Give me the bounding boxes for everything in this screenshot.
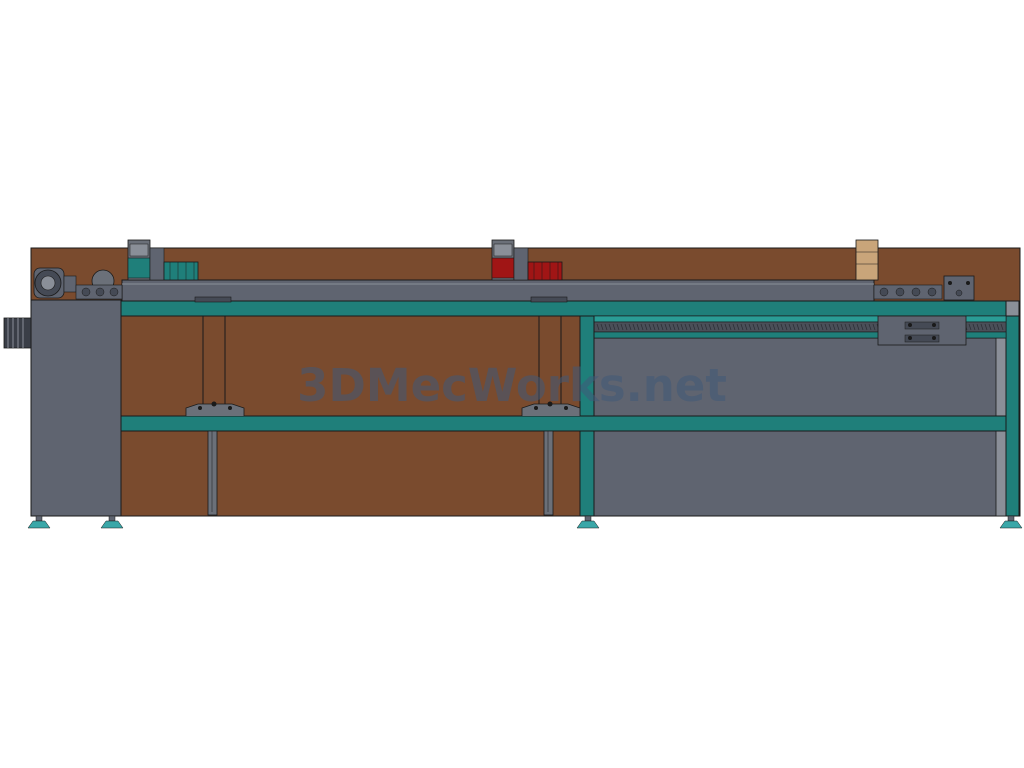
right-post <box>1005 315 1020 517</box>
hanging-clamp-middle <box>521 296 581 516</box>
roller-drum <box>121 279 875 302</box>
motor-unit-red <box>491 239 563 281</box>
left-motor-unit <box>33 267 123 300</box>
right-drive-assembly <box>873 275 975 301</box>
upper-frame-rail <box>120 300 1007 317</box>
motor-unit-cream <box>855 239 879 281</box>
watermark-text: 3DMecWorks.net <box>297 359 727 412</box>
leveling-foot <box>576 515 600 529</box>
lower-frame-rail <box>120 415 1007 432</box>
leveling-foot <box>999 515 1023 529</box>
hanging-clamp-left <box>185 296 245 516</box>
left-cabinet <box>30 299 122 517</box>
carriage-block <box>877 315 967 346</box>
upper-frame-corner <box>1005 300 1020 317</box>
motor-unit-green <box>127 239 199 281</box>
leveling-foot <box>27 515 51 529</box>
leveling-feet <box>27 515 1023 529</box>
side-motor <box>3 317 32 349</box>
leveling-foot <box>100 515 124 529</box>
